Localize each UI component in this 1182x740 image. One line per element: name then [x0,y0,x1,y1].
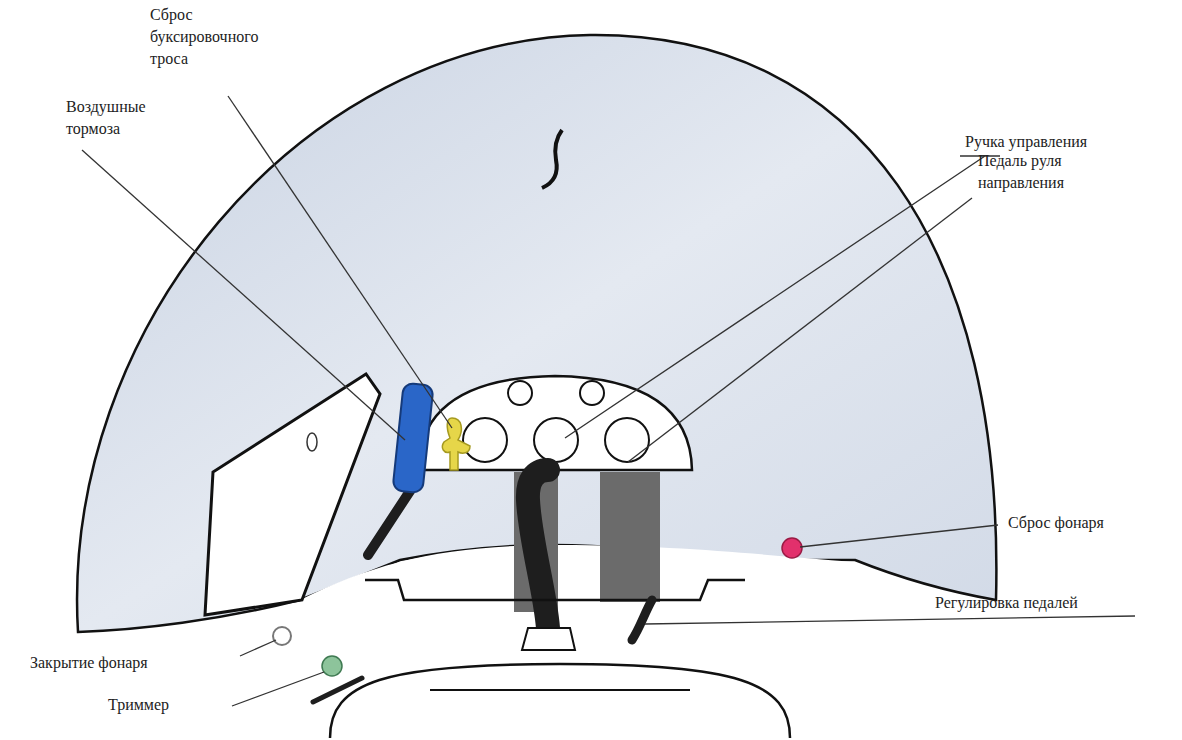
leader-line [645,616,1135,624]
instrument [605,418,649,462]
leader-line [82,150,405,440]
window-vent [307,433,317,451]
leader-line [240,640,276,656]
air-brake-lever [392,383,433,494]
instrument-panel [418,376,692,470]
side-window [205,374,380,615]
part-label: Сброс буксировочного троса [150,4,290,70]
canopy [77,35,996,632]
part-label: Регулировка педалей [935,592,1078,614]
part-label: Педаль руля направления [978,150,1118,194]
leader-line [628,198,972,462]
rudder-pedal [600,472,660,602]
instrument [534,418,578,462]
stick-base [522,628,575,650]
seat [330,664,790,738]
cockpit-floor [365,580,745,600]
trim-knob [322,656,342,676]
instrument [508,381,532,405]
part-label: Воздушные тормоза [66,96,176,140]
canopy-hook [542,130,562,188]
part-label: Закрытие фонаря [30,652,148,674]
part-label: Триммер [108,694,169,716]
leader-line [565,156,1000,438]
canopy-jettison-knob [782,538,802,558]
leader-line [228,96,452,428]
control-stick [528,470,548,628]
seat-edge [430,689,690,691]
part-label: Сброс фонаря [1008,512,1104,534]
air-brake-handle [368,488,412,555]
canopy-lock-knob [273,627,291,645]
instrument [463,418,507,462]
part-label: Ручка управления [965,131,1087,153]
trim-lever [313,678,362,702]
pedal-adjust-lever [632,600,652,640]
instrument [580,381,604,405]
cockpit-opening [300,545,855,740]
tow-release-knob [442,418,470,470]
leader-line [232,672,324,706]
leader-line [800,525,998,547]
